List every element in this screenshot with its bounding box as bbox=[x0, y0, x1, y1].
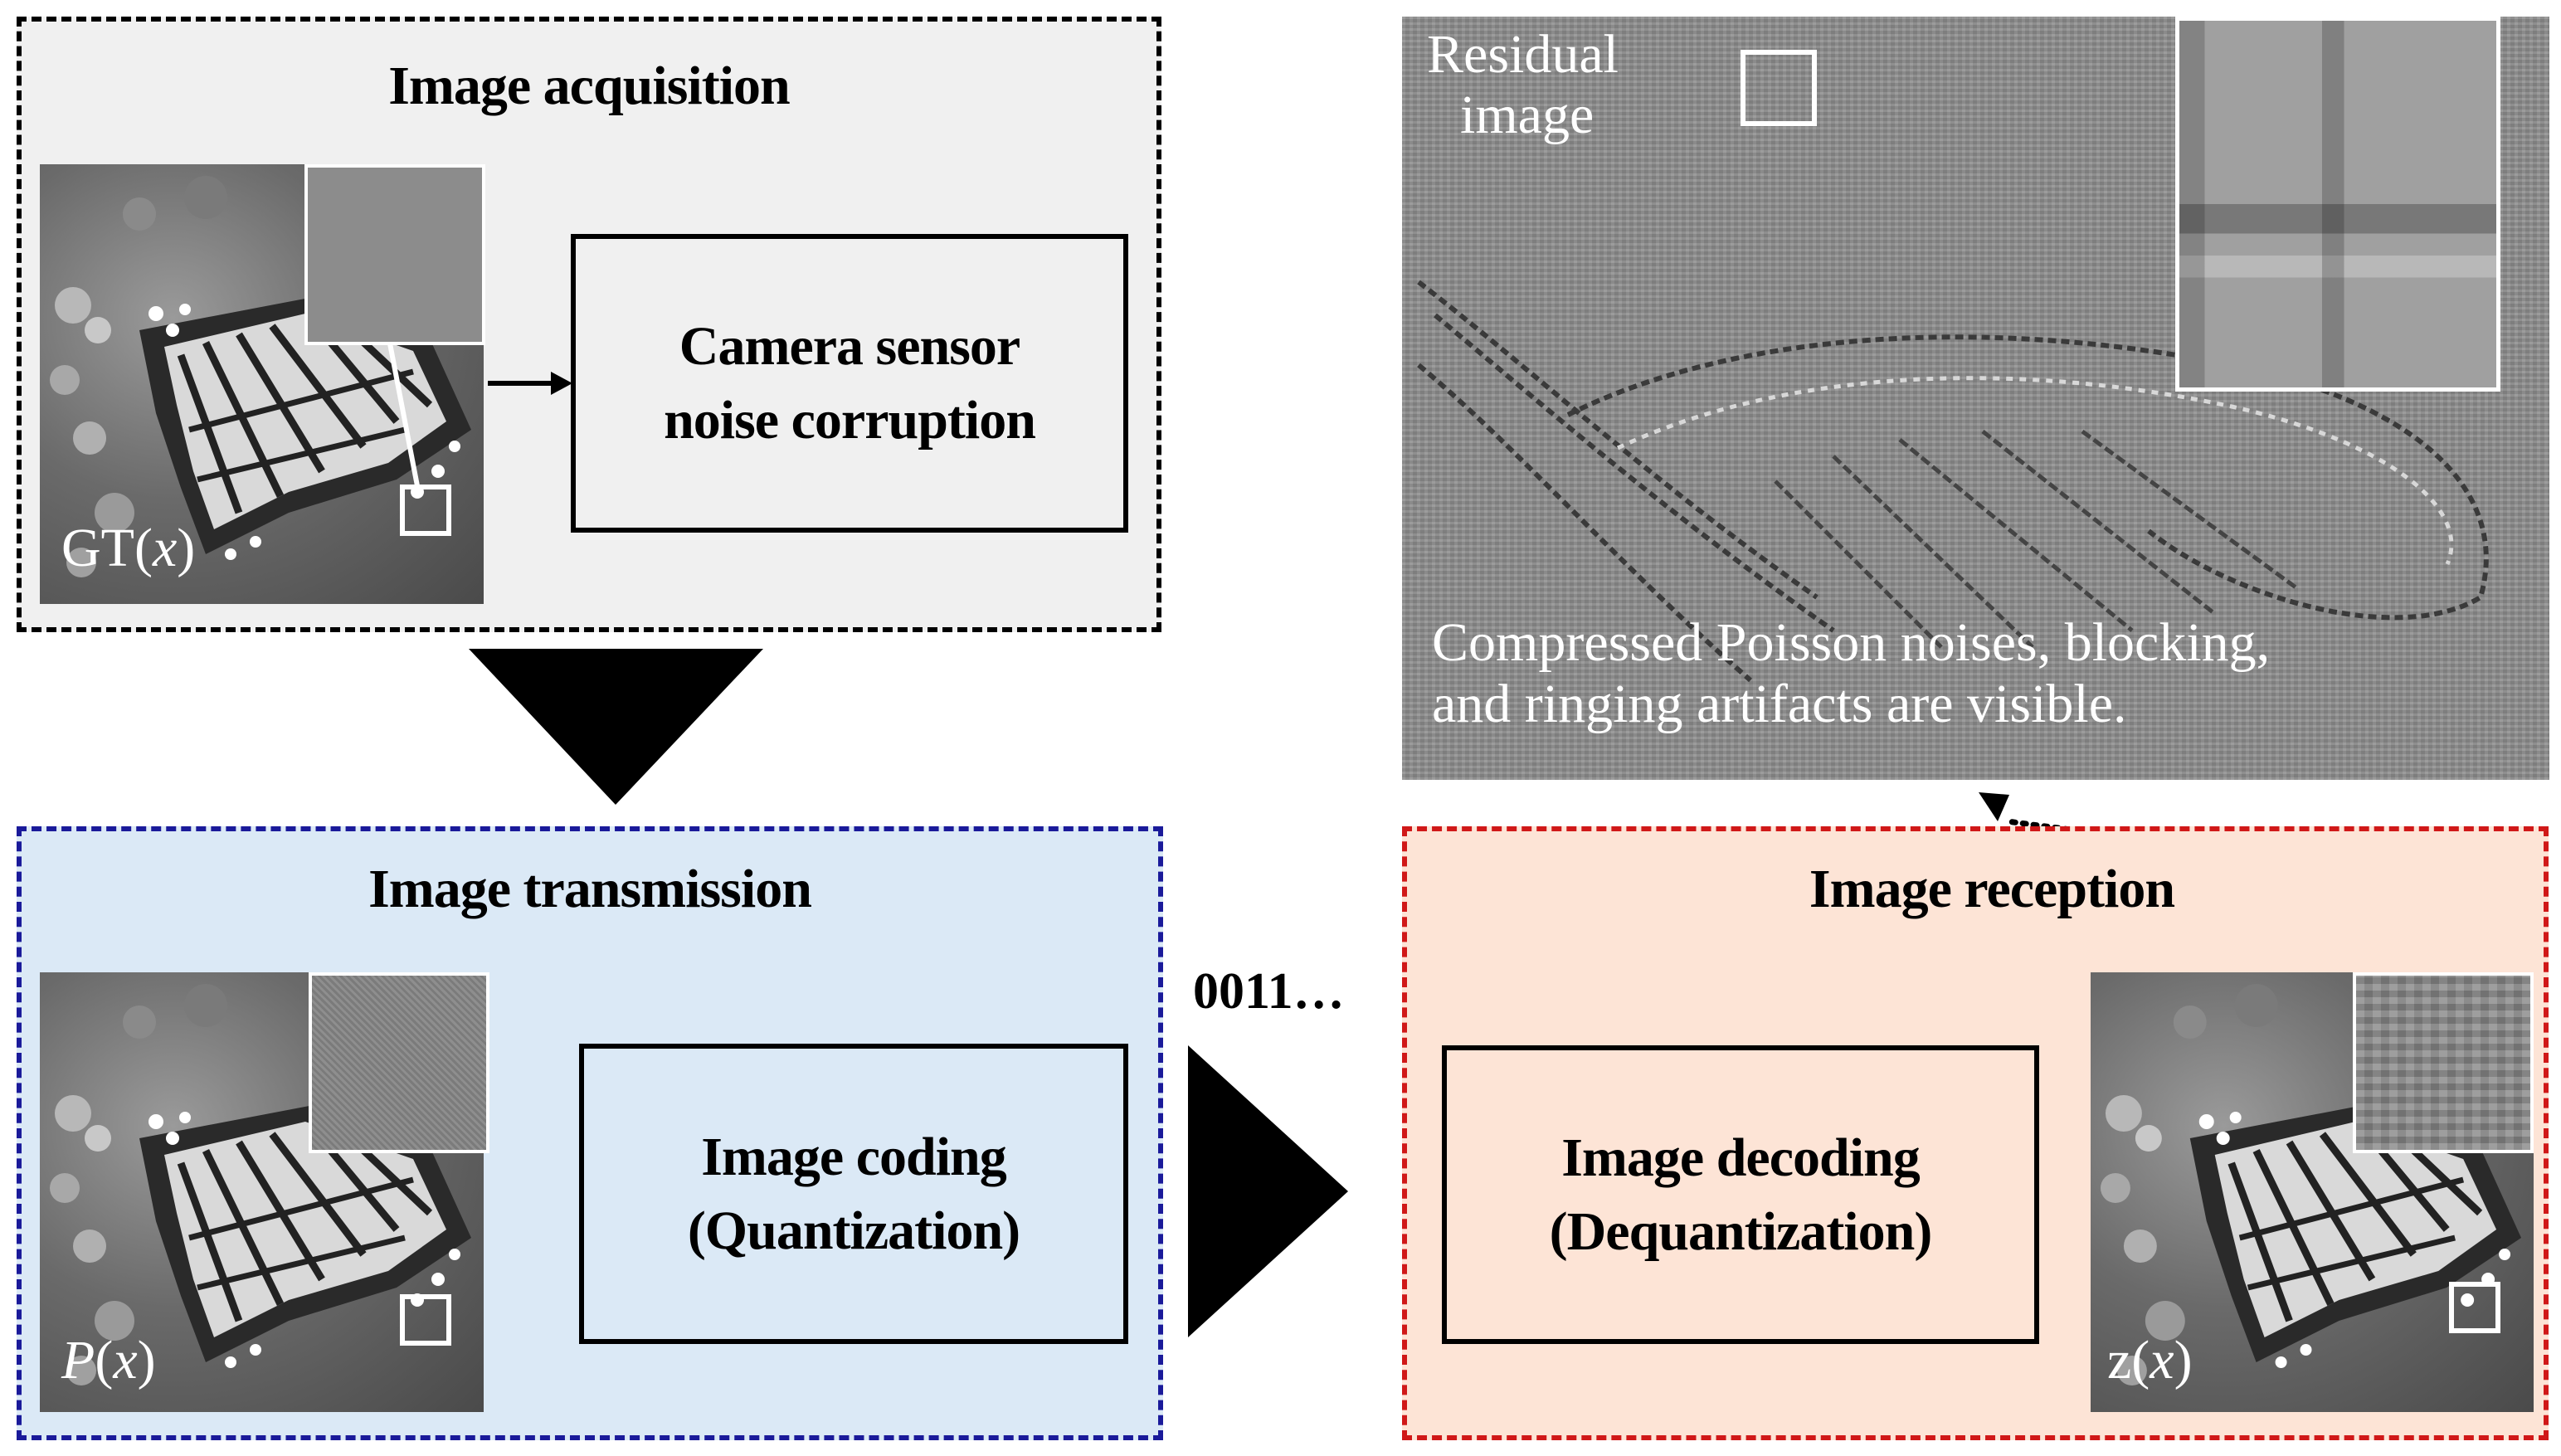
reception-crop-marker bbox=[2449, 1282, 2500, 1333]
acquisition-box-line-2: noise corruption bbox=[664, 390, 1036, 450]
transmission-zoom-inset bbox=[309, 972, 489, 1153]
transmission-image-label: P(x) bbox=[61, 1329, 156, 1392]
transmission-box-line-1: Image coding bbox=[701, 1126, 1007, 1187]
transmission-box-line-2: (Quantization) bbox=[687, 1200, 1020, 1261]
residual-caption: Compressed Poisson noises, blocking, and… bbox=[1432, 612, 2270, 735]
residual-label-line-2: image bbox=[1460, 84, 1595, 145]
residual-label-line-1: Residual bbox=[1427, 24, 1619, 85]
reception-title: Image reception bbox=[1809, 859, 2175, 919]
transmission-title: Image transmission bbox=[368, 859, 812, 919]
label-suffix: ) bbox=[137, 1330, 156, 1390]
acquisition-image-label: GT(x) bbox=[61, 517, 195, 580]
reception-box-line-2: (Dequantization) bbox=[1549, 1201, 1933, 1262]
butterfly-graphic bbox=[50, 984, 471, 1385]
transmission-process-box: Image coding (Quantization) bbox=[579, 1044, 1128, 1344]
residual-caption-line-2: and ringing artifacts are visible. bbox=[1432, 673, 2127, 734]
label-var: x bbox=[152, 518, 178, 578]
dotted-arrow-head bbox=[1979, 792, 2009, 821]
acquisition-process-box: Camera sensor noise corruption bbox=[571, 234, 1128, 533]
label-prefix: GT( bbox=[61, 518, 153, 578]
right-flow-arrow bbox=[1188, 1045, 1348, 1337]
reception-box-line-1: Image decoding bbox=[1561, 1127, 1920, 1188]
bitstream-label: 0011… bbox=[1193, 963, 1345, 1020]
acquisition-box-line-1: Camera sensor bbox=[679, 315, 1020, 377]
residual-crop-marker bbox=[1741, 50, 1817, 126]
down-flow-arrow bbox=[469, 649, 763, 805]
acquisition-title: Image acquisition bbox=[388, 56, 791, 116]
reception-process-box: Image decoding (Dequantization) bbox=[1442, 1045, 2039, 1344]
residual-caption-line-1: Compressed Poisson noises, blocking, bbox=[1432, 612, 2271, 673]
label-prefix: z( bbox=[2107, 1330, 2150, 1390]
reception-image-label: z(x) bbox=[2107, 1329, 2193, 1392]
residual-texture bbox=[1417, 280, 2489, 683]
acquisition-crop-marker bbox=[400, 485, 451, 536]
acquisition-zoom-inset bbox=[304, 164, 485, 345]
residual-image: Residual image Compressed Poisson noises… bbox=[1402, 17, 2549, 780]
label-suffix: ) bbox=[177, 518, 196, 578]
reception-butterfly-image: z(x) bbox=[2091, 972, 2534, 1412]
residual-label: Residual image bbox=[1427, 24, 1619, 145]
label-mid: ( bbox=[95, 1330, 114, 1390]
label-var: P bbox=[61, 1330, 95, 1390]
label-var2: x bbox=[113, 1330, 138, 1390]
transmission-crop-marker bbox=[400, 1294, 451, 1346]
residual-zoom-inset bbox=[2175, 17, 2500, 392]
butterfly-graphic bbox=[2100, 984, 2522, 1385]
label-suffix: ) bbox=[2174, 1330, 2193, 1390]
reception-zoom-inset bbox=[2353, 972, 2534, 1153]
label-var: x bbox=[2150, 1330, 2174, 1390]
